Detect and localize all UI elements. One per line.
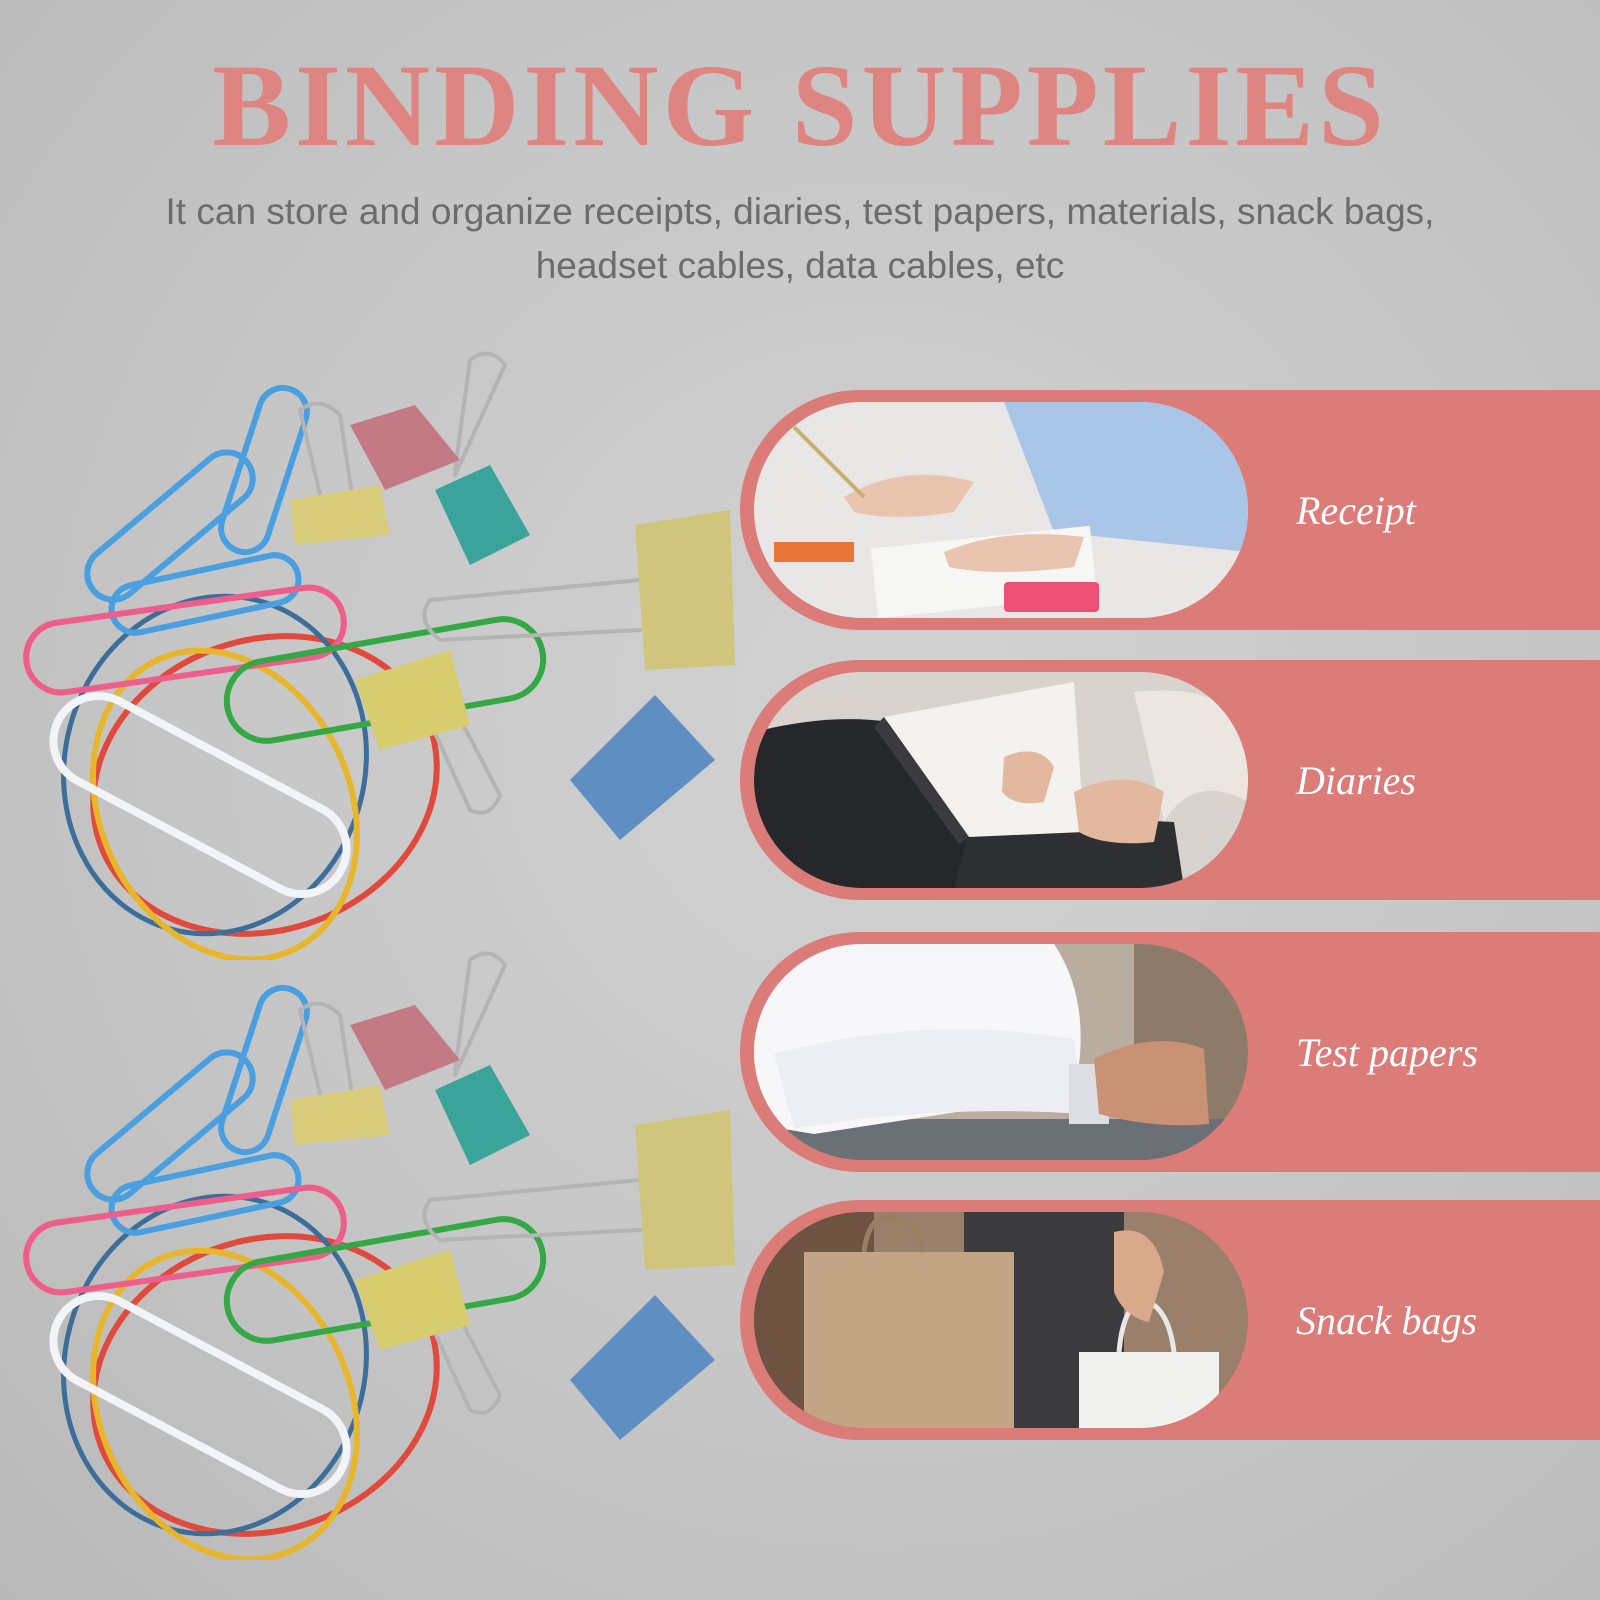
receipt-photo <box>754 402 1248 618</box>
use-case-label: Receipt <box>1296 487 1416 533</box>
use-case-label: Snack bags <box>1296 1297 1478 1343</box>
use-case-diaries: Diaries <box>740 660 1600 900</box>
use-case-snack-bags: Snack bags <box>740 1200 1600 1440</box>
snack-bags-photo <box>754 1212 1248 1428</box>
page-title: BINDING SUPPLIES <box>212 40 1388 171</box>
binder-clips-and-paperclips-image <box>23 351 735 960</box>
use-case-label: Test papers <box>1296 1029 1478 1075</box>
use-case-label: Diaries <box>1296 757 1416 803</box>
page-subtitle: It can store and organize receipts, diar… <box>165 191 1435 286</box>
use-case-receipt: Receipt <box>740 390 1600 630</box>
test-papers-photo <box>754 944 1248 1160</box>
binder-clips-and-paperclips-image <box>23 951 735 1560</box>
diaries-photo <box>754 672 1248 888</box>
use-case-test-papers: Test papers <box>740 932 1600 1172</box>
